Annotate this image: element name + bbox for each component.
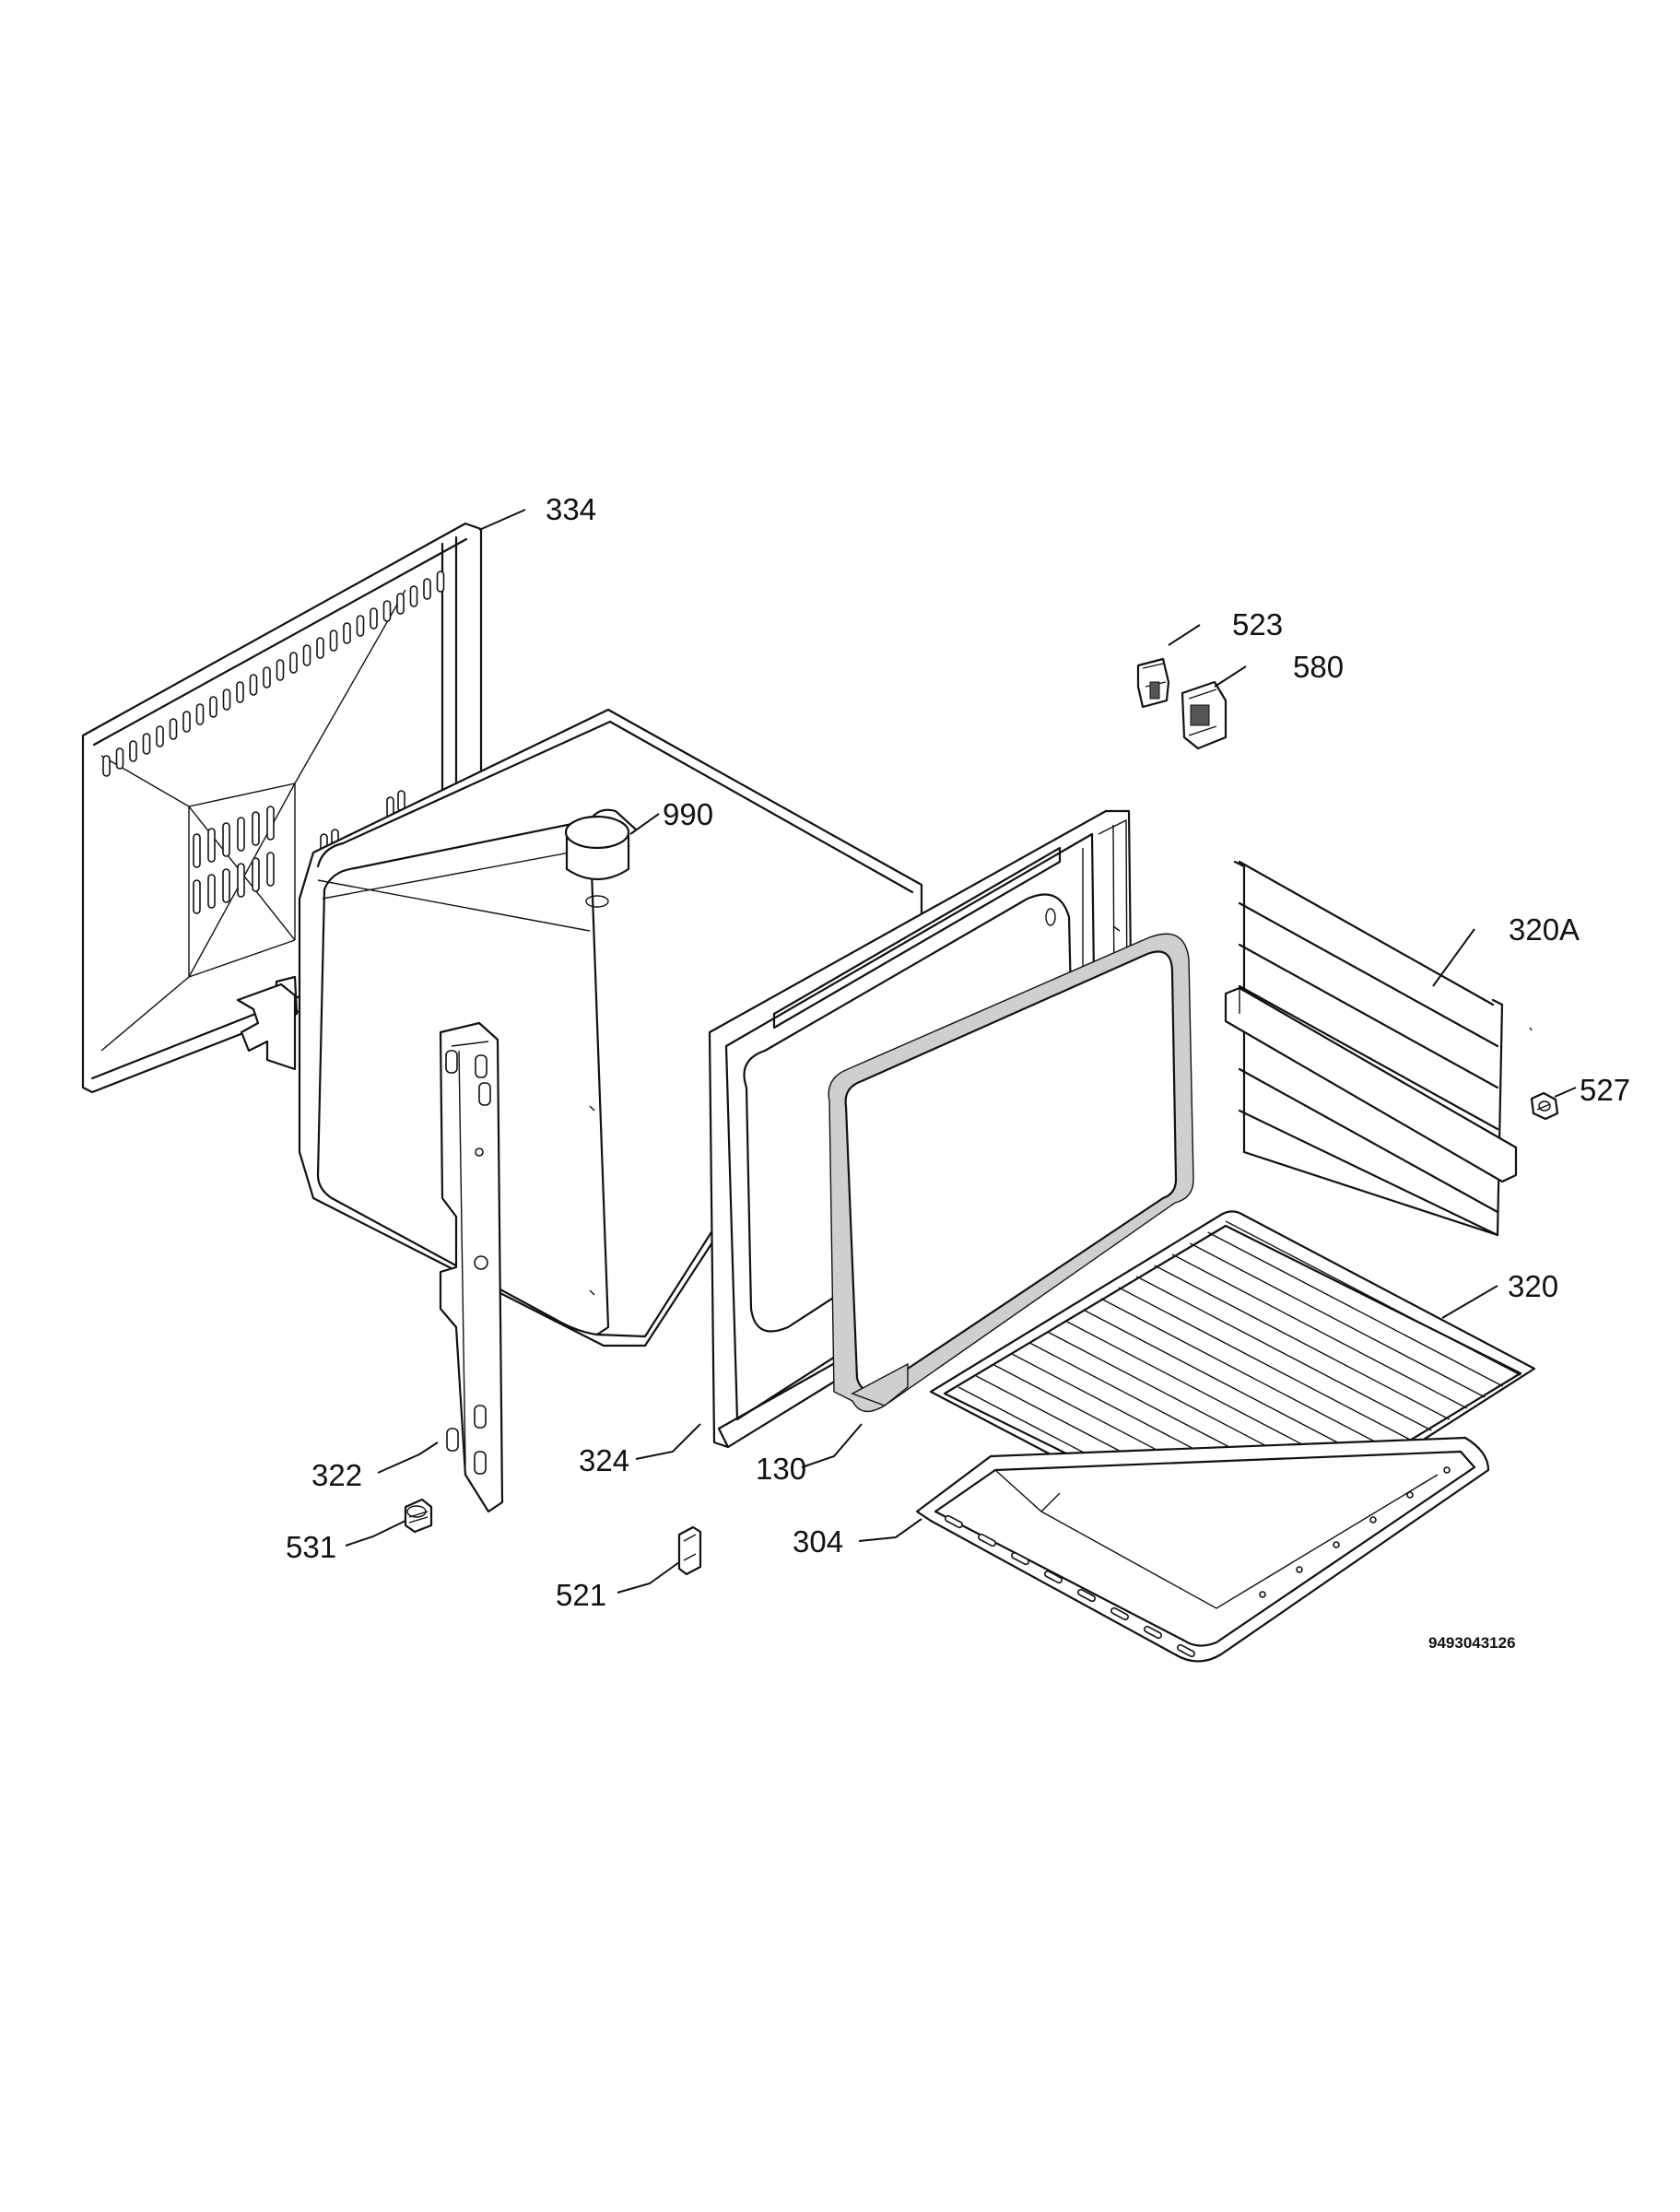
vent-slot bbox=[193, 833, 201, 868]
vent-slot bbox=[237, 817, 245, 852]
tray-hole bbox=[1369, 1516, 1377, 1524]
tray-slot bbox=[1110, 1606, 1129, 1621]
tray-hole bbox=[1333, 1541, 1340, 1548]
leader-lines bbox=[345, 509, 1577, 1594]
vent-slot bbox=[249, 674, 258, 696]
vent-slot bbox=[266, 806, 275, 841]
vent-slot bbox=[222, 822, 230, 857]
label-322: 322 bbox=[311, 1458, 362, 1492]
shelf-rod bbox=[1118, 1287, 1415, 1442]
tray-slot bbox=[978, 1533, 996, 1547]
tray-hole bbox=[1259, 1591, 1266, 1598]
part-580-clip bbox=[1181, 680, 1228, 750]
part-527-nut bbox=[1530, 1091, 1559, 1121]
tray-slot bbox=[1077, 1588, 1096, 1603]
vent-slot bbox=[263, 666, 271, 688]
part-130-door-seal bbox=[828, 933, 1194, 1413]
vent-slot bbox=[252, 857, 260, 892]
label-580: 580 bbox=[1293, 650, 1344, 684]
part-labels: 334 523 580 990 320A 527 320 322 324 130… bbox=[286, 492, 1630, 1652]
vent-slot bbox=[382, 600, 392, 622]
tray-hole bbox=[1443, 1466, 1451, 1474]
vent-slot bbox=[222, 688, 231, 711]
tray-slot bbox=[1044, 1570, 1063, 1584]
vent-slot bbox=[396, 593, 405, 615]
vent-slot bbox=[423, 578, 431, 600]
shelf-rod bbox=[1136, 1276, 1432, 1431]
shelf-rod bbox=[1154, 1265, 1450, 1420]
vent-slot bbox=[316, 637, 324, 659]
vent-slot bbox=[115, 747, 124, 770]
label-320A: 320A bbox=[1509, 912, 1580, 947]
vent-slot bbox=[209, 696, 217, 718]
shelf-rod bbox=[1100, 1298, 1396, 1453]
tray-slot bbox=[945, 1514, 963, 1529]
label-304: 304 bbox=[793, 1524, 843, 1559]
label-523: 523 bbox=[1232, 607, 1283, 641]
vent-slot bbox=[252, 811, 260, 846]
label-531: 531 bbox=[286, 1530, 336, 1564]
vent-slot bbox=[236, 681, 244, 703]
part-990-cap bbox=[564, 815, 630, 908]
vent-slot bbox=[182, 711, 191, 733]
vent-slot bbox=[142, 733, 151, 755]
vent-slot bbox=[370, 607, 378, 629]
vent-slot bbox=[343, 622, 351, 644]
vent-slot bbox=[302, 644, 311, 666]
tray-hole bbox=[1406, 1491, 1414, 1499]
vent-slot bbox=[193, 879, 201, 914]
label-130: 130 bbox=[756, 1452, 806, 1486]
tray-hole bbox=[1296, 1566, 1303, 1573]
vent-slot bbox=[156, 725, 164, 747]
vent-slot bbox=[195, 703, 205, 725]
vent-slot bbox=[276, 659, 285, 681]
part-531-bolt bbox=[404, 1498, 433, 1534]
label-334: 334 bbox=[546, 492, 596, 526]
shelf-rod bbox=[1190, 1242, 1486, 1398]
vent-slot bbox=[289, 652, 298, 674]
document-number: 9493043126 bbox=[1428, 1634, 1516, 1652]
vent-slot bbox=[207, 828, 216, 863]
vent-slot bbox=[222, 868, 230, 903]
tray-slot bbox=[1011, 1551, 1029, 1566]
vent-slot bbox=[207, 874, 216, 909]
tray-slot bbox=[1177, 1643, 1195, 1658]
label-521: 521 bbox=[556, 1578, 606, 1612]
vent-slot bbox=[436, 571, 445, 593]
vent-slot bbox=[102, 755, 111, 777]
part-320A-shelf-support bbox=[1224, 860, 1533, 1237]
vent-slot bbox=[266, 852, 275, 887]
vent-slot bbox=[329, 629, 338, 652]
vent-slot bbox=[409, 585, 418, 607]
part-322-side-rail bbox=[439, 1021, 504, 1513]
shelf-rod bbox=[1083, 1309, 1379, 1465]
label-990: 990 bbox=[663, 797, 713, 831]
part-521-cover bbox=[677, 1525, 702, 1576]
vent-slot bbox=[129, 740, 137, 762]
label-527: 527 bbox=[1580, 1073, 1630, 1107]
vent-slot bbox=[237, 863, 245, 898]
part-523-clip bbox=[1136, 657, 1170, 709]
label-324: 324 bbox=[579, 1443, 629, 1477]
label-320: 320 bbox=[1508, 1269, 1558, 1303]
shelf-rod bbox=[1207, 1231, 1503, 1387]
tray-slot bbox=[1144, 1625, 1162, 1640]
vent-slot bbox=[169, 718, 178, 740]
part-304-baking-tray bbox=[915, 1436, 1490, 1663]
vent-slot bbox=[356, 615, 365, 637]
shelf-rod bbox=[1171, 1253, 1468, 1409]
shelf-rod bbox=[1225, 1220, 1521, 1376]
